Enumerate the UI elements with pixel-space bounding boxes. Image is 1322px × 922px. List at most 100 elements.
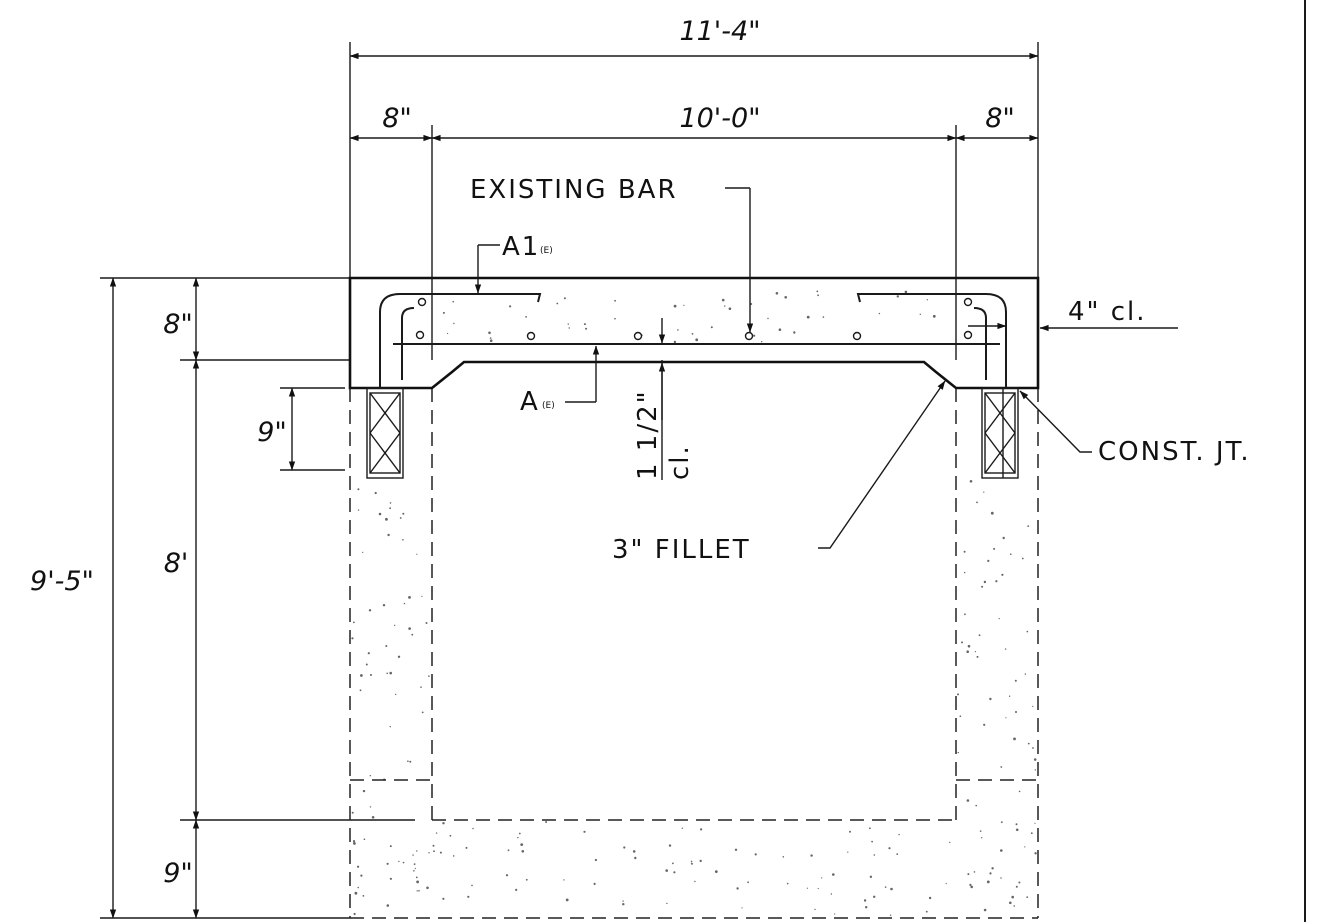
label-bottom-clear: 1 1/2" bbox=[633, 389, 663, 480]
stipple-dot bbox=[890, 887, 893, 891]
stipple-dot bbox=[961, 641, 963, 644]
stipple-dot bbox=[568, 327, 570, 329]
stipple-dot bbox=[389, 877, 392, 880]
stipple-dot bbox=[351, 637, 354, 640]
stipple-dot bbox=[386, 904, 390, 907]
stipple-dot bbox=[734, 848, 738, 851]
label-a: A bbox=[520, 387, 540, 417]
stipple-dot bbox=[747, 881, 749, 884]
stipple-dot bbox=[822, 316, 825, 318]
stipple-dot bbox=[721, 298, 725, 302]
stipple-dot bbox=[973, 871, 976, 873]
stipple-dot bbox=[409, 760, 412, 763]
stipple-dot bbox=[414, 867, 416, 870]
stipple-dot bbox=[983, 908, 987, 912]
stipple-dot bbox=[389, 726, 391, 728]
stipple-dot bbox=[1005, 717, 1007, 719]
stipple-dot bbox=[998, 618, 1000, 620]
rebar-a1-left-inner bbox=[401, 307, 415, 380]
stipple-dot bbox=[981, 585, 984, 588]
stipple-dot bbox=[666, 902, 668, 905]
stipple-dot bbox=[926, 299, 928, 301]
stipple-dot bbox=[418, 890, 420, 892]
stipple-dot bbox=[518, 832, 521, 835]
stipple-dot bbox=[413, 870, 415, 872]
stipple-dot bbox=[369, 775, 371, 777]
stipple-dot bbox=[673, 340, 677, 344]
stipple-dot bbox=[1024, 846, 1026, 848]
stipple-dot bbox=[357, 886, 360, 889]
stipple-dot bbox=[370, 674, 372, 676]
stipple-dot bbox=[904, 290, 908, 294]
stipple-dot bbox=[386, 862, 389, 865]
stipple-dot bbox=[959, 715, 962, 717]
stipple-dot bbox=[397, 655, 401, 658]
stipple-dot bbox=[932, 314, 936, 318]
stipple-dot bbox=[556, 302, 559, 305]
stipple-dot bbox=[567, 323, 569, 325]
stipple-dot bbox=[878, 312, 881, 315]
stipple-dot bbox=[402, 512, 405, 515]
stipple-dot bbox=[442, 311, 445, 314]
stipple-dot bbox=[991, 867, 994, 870]
stipple-dot bbox=[362, 789, 366, 793]
stipple-dot bbox=[515, 888, 518, 892]
stipple-dot bbox=[754, 853, 757, 856]
stipple-dot bbox=[353, 912, 356, 916]
stipple-dot bbox=[593, 882, 596, 886]
stipple-dot bbox=[1015, 885, 1018, 888]
stipple-dot bbox=[681, 827, 683, 829]
stipple-dot bbox=[1030, 832, 1033, 835]
stipple-dot bbox=[817, 887, 819, 890]
stipple-dot bbox=[665, 869, 668, 872]
stipple-dot bbox=[1021, 557, 1024, 560]
stipple-dot bbox=[896, 295, 899, 298]
stipple-dot bbox=[832, 873, 835, 876]
stipple-dot bbox=[360, 674, 363, 677]
stipple-dot bbox=[622, 903, 625, 906]
stipple-dot bbox=[1004, 648, 1007, 650]
stipple-dot bbox=[1001, 573, 1004, 576]
stipple-dot bbox=[1008, 695, 1011, 697]
stipple-dot bbox=[690, 860, 693, 863]
stipple-dot bbox=[452, 855, 455, 857]
stipple-dot bbox=[975, 804, 977, 807]
stipple-dot bbox=[786, 882, 789, 885]
dim-key-depth: 9" bbox=[257, 417, 287, 448]
stipple-dot bbox=[517, 836, 519, 839]
rebar-a1-right bbox=[856, 293, 1007, 388]
stipple-dot bbox=[700, 828, 703, 831]
label-existing-bar: EXISTING BAR bbox=[470, 175, 678, 205]
stipple-dot bbox=[816, 290, 819, 293]
stipple-dot bbox=[411, 633, 414, 636]
stipple-dot bbox=[775, 292, 779, 295]
stipple-dot bbox=[505, 874, 509, 877]
dim-overall-width: 11'-4" bbox=[679, 16, 760, 47]
stipple-dot bbox=[1011, 895, 1014, 899]
stipple-dot bbox=[583, 830, 586, 833]
concrete-stipple bbox=[351, 290, 1037, 916]
stipple-dot bbox=[1013, 737, 1016, 741]
stipple-dot bbox=[525, 878, 528, 881]
stipple-dot bbox=[367, 652, 370, 655]
stipple-dot bbox=[761, 341, 763, 343]
stipple-dot bbox=[888, 847, 891, 850]
stipple-dot bbox=[509, 305, 512, 308]
stipple-dot bbox=[433, 850, 435, 853]
stipple-dot bbox=[363, 838, 366, 840]
label-a1: A1 bbox=[502, 232, 540, 262]
stipple-dot bbox=[402, 539, 404, 541]
stipple-dot bbox=[983, 491, 985, 493]
stipple-dot bbox=[989, 872, 992, 875]
leader-const-jt bbox=[1019, 390, 1092, 453]
stipple-dot bbox=[928, 896, 932, 900]
stipple-dot bbox=[1026, 630, 1029, 633]
stipple-dot bbox=[435, 832, 438, 834]
stipple-dot bbox=[360, 874, 363, 877]
stipple-dot bbox=[847, 851, 849, 853]
stipple-dot bbox=[966, 650, 969, 653]
stipple-dot bbox=[983, 580, 987, 584]
stipple-dot bbox=[683, 304, 685, 306]
top-slab-outline bbox=[348, 276, 1040, 390]
stipple-dot bbox=[979, 830, 982, 832]
